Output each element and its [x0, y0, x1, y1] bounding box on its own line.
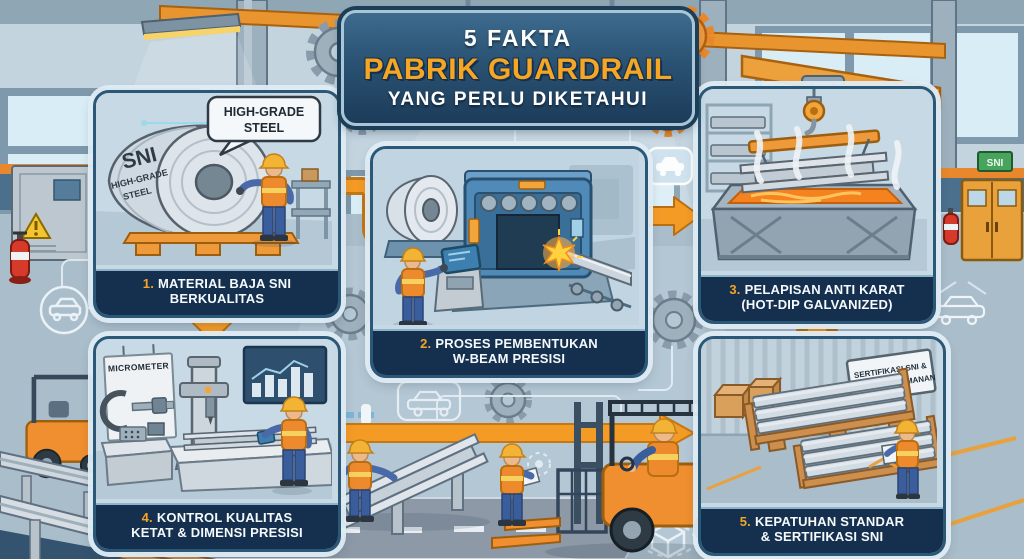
- fire-extinguisher: [9, 231, 31, 284]
- car-circle-icon: [39, 285, 89, 335]
- panel4-number: 4.: [141, 509, 153, 525]
- chart-board: [242, 345, 328, 405]
- machinery-silhouette: [569, 165, 635, 275]
- panel3-number: 3.: [729, 281, 741, 297]
- worker-figure: [498, 443, 541, 526]
- hook-icon: [802, 89, 826, 136]
- keypad-device: [119, 426, 147, 442]
- title-line2: PABRIK GUARDRAIL: [363, 53, 673, 86]
- car-outline-icon: [396, 380, 462, 422]
- steel-coil: SNI HIGH-GRADE STEEL: [107, 124, 300, 256]
- panel5-illustration: SERTIFIKASI SNI & STANDAR KEAMANAN: [701, 339, 937, 503]
- exit-sign-label: SNI: [987, 158, 1004, 169]
- beam-stack: [742, 367, 916, 453]
- title-line3: YANG PERLU DIKETAHUI: [387, 89, 649, 110]
- steel-coil-small: [383, 175, 479, 258]
- guardrail-install-scene: [320, 433, 541, 535]
- gear-icon: [644, 290, 704, 350]
- worker-figure: [393, 247, 448, 325]
- panel-kontrol-kualitas: MICROMETER: [93, 336, 341, 552]
- shelf: [291, 168, 331, 239]
- bubble-text1: HIGH-GRADE: [224, 105, 305, 119]
- panel-kepatuhan-standar: SERTIFIKASI SNI & STANDAR KEAMANAN: [698, 336, 946, 556]
- panel4-caption: 4.KONTROL KUALITAS KETAT & DIMENSI PRESI…: [96, 502, 338, 549]
- panel1-caption: 1.MATERIAL BAJA SNI BERKUALITAS: [96, 268, 338, 315]
- panel3-caption: 3.PELAPISAN ANTI KARAT (HOT-DIP GALVANIZ…: [701, 274, 933, 321]
- panel-pelapisan-anti-karat: 3.PELAPISAN ANTI KARAT (HOT-DIP GALVANIZ…: [698, 86, 936, 324]
- electrical-cabinet: [11, 165, 95, 261]
- worker-figure: [332, 439, 398, 522]
- welding-sparks: [542, 229, 583, 272]
- panel-material-baja: SNI HIGH-GRADE STEEL HIGH-GRADE S: [93, 90, 341, 318]
- fire-extinguisher: [943, 208, 959, 245]
- poster-title: MICROMETER: [108, 360, 170, 373]
- title-line1: 5 FAKTA: [463, 25, 573, 51]
- side-desk: [100, 422, 174, 487]
- panel1-number: 1.: [142, 275, 155, 291]
- panel1-illustration: SNI HIGH-GRADE STEEL HIGH-GRADE S: [96, 93, 332, 265]
- panel4-illustration: MICROMETER: [96, 339, 332, 499]
- exit-sign: SNI: [977, 151, 1013, 172]
- panel2-caption: 2.PROSES PEMBENTUKAN W-BEAM PRESISI: [373, 328, 645, 375]
- panel2-illustration: [373, 149, 639, 325]
- panel2-number: 2.: [420, 335, 432, 351]
- control-console: [433, 243, 485, 313]
- forklift-driver: [619, 418, 679, 477]
- panel5-number: 5.: [739, 513, 751, 529]
- title-banner: 5 FAKTA PABRIK GUARDRAIL YANG PERLU DIKE…: [341, 10, 695, 126]
- car-outline-icon: [932, 281, 987, 326]
- panel5-caption: 5.KEPATUHAN STANDAR & SERTIFIKASI SNI: [701, 506, 943, 553]
- micrometer-icon: [99, 390, 129, 433]
- progress-segments: [334, 404, 374, 425]
- panel3-illustration: [701, 89, 927, 271]
- steam: [753, 124, 902, 190]
- bubble-text2: STEEL: [244, 121, 285, 135]
- pallet: [122, 232, 300, 256]
- worker-figure: [236, 153, 296, 247]
- car-badge-icon: [646, 146, 694, 186]
- worker-figure: [880, 419, 921, 499]
- storage-cabinet: [960, 178, 1024, 262]
- worker-figure: [256, 396, 312, 495]
- speech-bubble: HIGH-GRADE STEEL: [206, 95, 322, 157]
- panel-proses-pembentukan: 2.PROSES PEMBENTUKAN W-BEAM PRESISI: [370, 146, 648, 378]
- galvanizing-tank: [710, 183, 918, 261]
